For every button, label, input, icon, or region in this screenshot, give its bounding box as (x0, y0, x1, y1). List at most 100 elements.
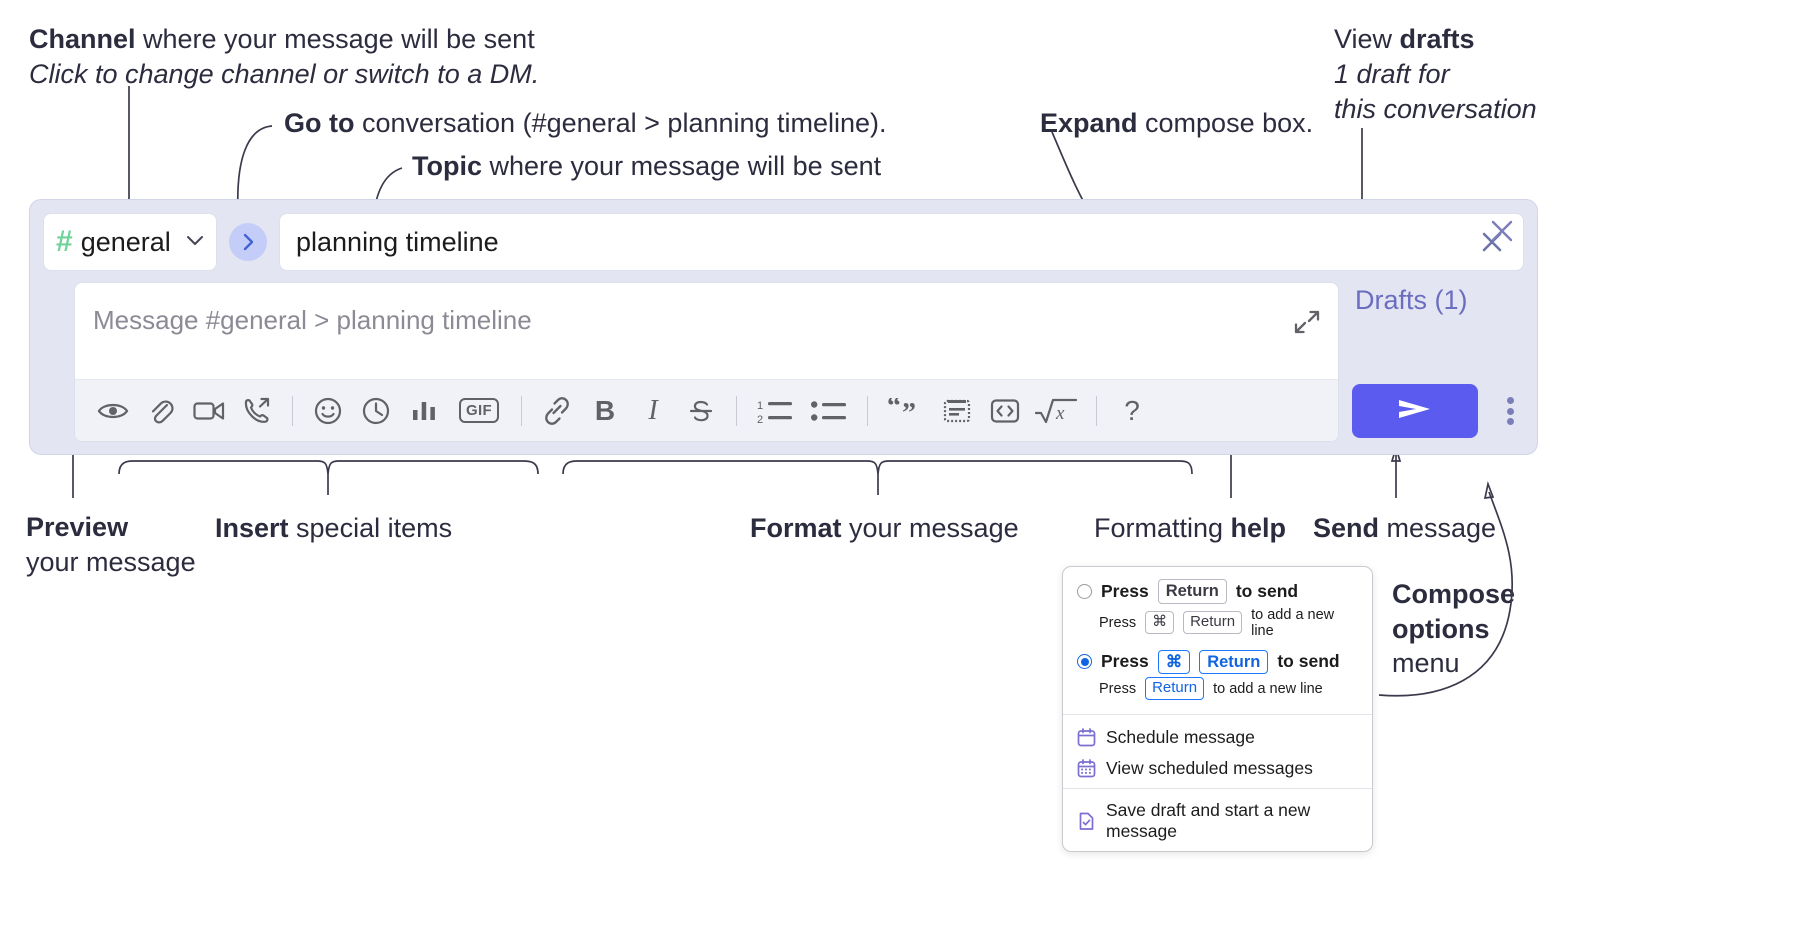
menu-divider (1063, 714, 1372, 715)
annotation-preview: Preview your message (26, 510, 196, 580)
link-icon[interactable] (533, 387, 581, 435)
ordered-list-icon[interactable]: 1 2 (748, 387, 802, 435)
radio-1-suffix: to send (1235, 580, 1299, 601)
toolbar-divider (736, 395, 737, 426)
topic-field[interactable]: planning timeline (279, 213, 1524, 271)
annotation-expand-bold: Expand (1040, 108, 1138, 138)
menu-radio-option-2-hint: Press Return to add a new line (1063, 676, 1372, 705)
toolbar-divider (867, 395, 868, 426)
svg-text:”: ” (902, 398, 916, 424)
video-icon[interactable] (185, 387, 233, 435)
send-button[interactable] (1352, 384, 1478, 438)
attachment-icon[interactable] (137, 387, 185, 435)
annotation-topic: Topic where your message will be sent (412, 149, 881, 184)
annotation-topic-bold: Topic (412, 151, 482, 181)
annotation-compose-bold1: Compose (1392, 579, 1516, 609)
math-icon[interactable]: x (1029, 387, 1085, 435)
radio-2-sub-suffix: to add a new line (1213, 680, 1323, 697)
annotation-goto-bold: Go to (284, 108, 355, 138)
annotation-channel: Channel where your message will be sent … (29, 22, 539, 92)
clock-icon[interactable] (352, 387, 400, 435)
annotation-preview-line2: your message (26, 547, 196, 578)
radio-1-sub-suffix: to add a new line (1251, 606, 1335, 639)
send-icon (1394, 394, 1436, 429)
formatting-toolbar: GIF B I (75, 379, 1338, 441)
save-draft-icon (1077, 812, 1096, 831)
annotation-preview-bold: Preview (26, 512, 129, 542)
strikethrough-icon[interactable] (677, 387, 725, 435)
annotation-compose-options: Compose options menu (1392, 577, 1515, 681)
hash-icon: # (56, 225, 73, 258)
kebab-menu-icon[interactable] (1497, 394, 1523, 428)
radio-2-sub-key-return: Return (1145, 677, 1205, 700)
kebab-dot (1506, 418, 1514, 425)
annotation-goto-rest: conversation (#general > planning timeli… (354, 108, 887, 138)
annotation-send-bold: Send (1313, 513, 1380, 543)
annotation-format-bold: Format (750, 513, 842, 543)
calendar-schedule-icon (1077, 728, 1096, 747)
help-label: ? (1124, 394, 1140, 426)
code-block-icon[interactable] (933, 387, 981, 435)
menu-radio-option-1-hint: Press ⌘ Return to add a new line (1063, 606, 1372, 644)
annotation-send-rest: message (1379, 513, 1497, 543)
radio-2-press: Press (1101, 651, 1149, 672)
radio-1-press: Press (1101, 580, 1149, 601)
kebab-dot (1506, 407, 1514, 415)
annotation-compose-rest: menu (1392, 648, 1460, 679)
call-transfer-icon[interactable] (233, 387, 281, 435)
code-icon[interactable] (981, 387, 1029, 435)
annotation-help-bold: help (1230, 513, 1287, 543)
channel-selector[interactable]: # general (43, 213, 217, 271)
annotation-expand: Expand compose box. (1040, 106, 1313, 141)
svg-text:x: x (1055, 403, 1065, 424)
annotation-channel-rest: where your message will be sent (135, 24, 535, 54)
bulleted-list-icon[interactable] (802, 387, 856, 435)
menu-item-label: Schedule message (1106, 727, 1255, 747)
menu-item-save-draft[interactable]: Save draft and start a new message (1063, 795, 1372, 851)
menu-item-schedule-message[interactable]: Schedule message (1063, 722, 1372, 753)
gif-icon[interactable]: GIF (448, 387, 510, 435)
annotation-drafts-italic2: this conversation (1334, 94, 1537, 125)
chevron-right-icon (242, 233, 255, 251)
menu-item-label: View scheduled messages (1106, 758, 1313, 778)
annotation-channel-bold: Channel (29, 24, 136, 54)
annotation-format-rest: your message (841, 513, 1019, 543)
poll-icon[interactable] (400, 387, 448, 435)
message-input-box[interactable]: Message #general > planning timeline (74, 282, 1339, 442)
menu-item-view-scheduled-messages[interactable]: View scheduled messages (1063, 753, 1372, 788)
compose-right-rail: Drafts (1) (1341, 200, 1537, 454)
annotation-compose-bold2: options (1392, 613, 1490, 644)
annotation-goto: Go to conversation (#general > planning … (284, 106, 887, 141)
preview-icon[interactable] (89, 387, 137, 435)
radio-2-sub-press: Press (1099, 680, 1137, 697)
menu-radio-option-2[interactable]: Press ⌘ Return to send (1063, 644, 1372, 677)
annotation-format: Format your message (750, 511, 1019, 546)
help-icon[interactable]: ? (1108, 387, 1156, 435)
gif-label: GIF (459, 398, 499, 423)
compose-panel: # general planning timeline Message #gen… (29, 199, 1538, 455)
menu-item-label: Save draft and start a new message (1106, 800, 1311, 841)
emoji-icon[interactable] (304, 387, 352, 435)
close-icon[interactable] (1485, 214, 1519, 248)
radio-selected-icon[interactable] (1077, 654, 1092, 670)
expand-icon[interactable] (1290, 305, 1324, 339)
channel-name: general (80, 226, 171, 257)
annotation-topic-rest: where your message will be sent (482, 151, 882, 181)
italic-icon[interactable]: I (629, 387, 677, 435)
annotation-insert-rest: special items (288, 513, 453, 543)
bold-icon[interactable]: B (581, 387, 629, 435)
annotation-insert-bold: Insert (215, 513, 289, 543)
drafts-link[interactable]: Drafts (1) (1355, 285, 1468, 315)
menu-radio-option-1[interactable]: Press Return to send (1063, 577, 1372, 606)
annotation-drafts-bold: drafts (1399, 24, 1475, 54)
bold-label: B (594, 394, 616, 426)
radio-icon[interactable] (1077, 583, 1092, 599)
radio-1-sub-press: Press (1099, 614, 1137, 631)
toolbar-divider (292, 395, 293, 426)
annotation-help-pre: Formatting (1094, 513, 1231, 543)
blockquote-icon[interactable]: “ ” (879, 387, 933, 435)
go-to-conversation-button[interactable] (229, 223, 267, 261)
svg-text:2: 2 (757, 414, 763, 424)
